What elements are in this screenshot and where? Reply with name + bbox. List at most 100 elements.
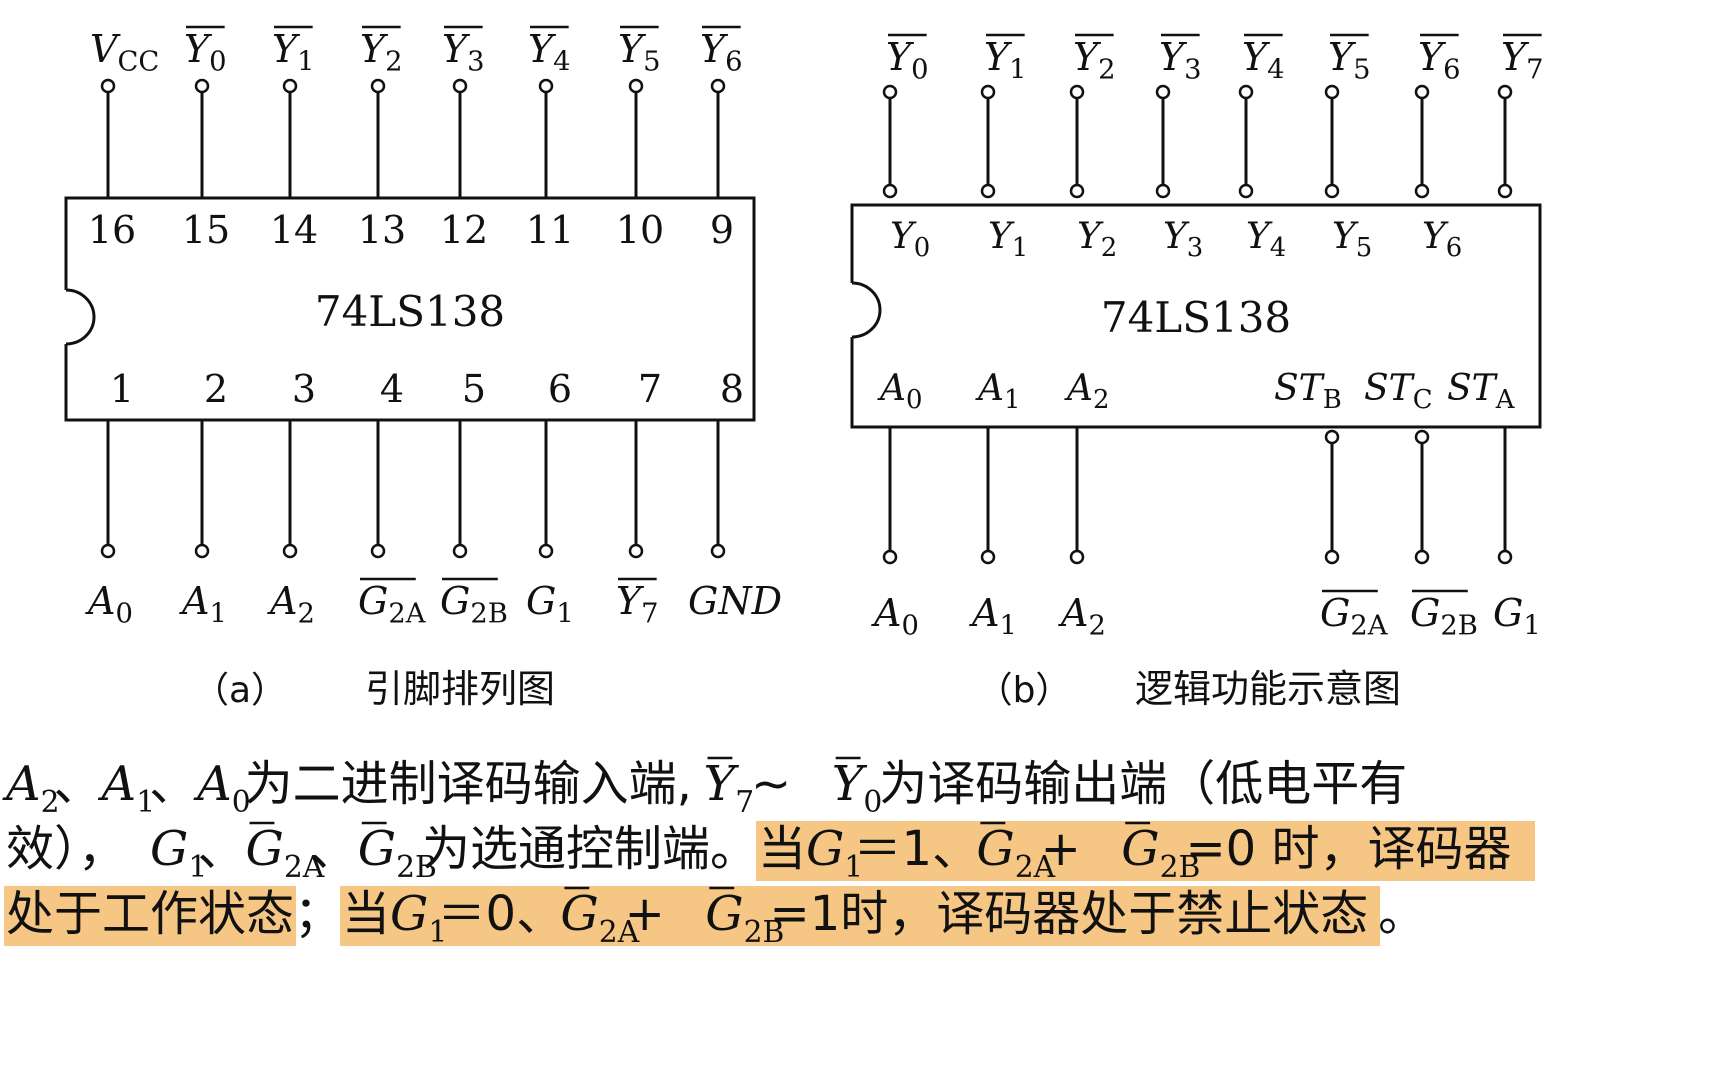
chip-b-output-terminal-5 xyxy=(1324,84,1340,100)
chip-b-inner-output-4-text: Y4 xyxy=(1246,216,1286,263)
chip-b-input-label-5-text: G1 xyxy=(1493,591,1541,641)
chip-a-bottom-pin-label-2-text: A1 xyxy=(179,579,227,629)
chip-a-body xyxy=(64,196,756,422)
chip-b-input-label-1: A1 xyxy=(969,591,1017,641)
chip-a-bottom-pin-label-4: G2A xyxy=(358,577,427,629)
chip-a-bottom-pin-label-8-text: GND xyxy=(688,579,782,623)
description-line1-segment-8: Y0 xyxy=(832,756,883,820)
chip-b-inner-output-1: Y1 xyxy=(988,216,1028,263)
description-line2-segment-2: 、 xyxy=(198,821,246,877)
chip-a-top-pin-label-16-text: VCC xyxy=(90,27,159,77)
chip-a-notch-gap xyxy=(64,290,70,344)
caption-b-text: 逻辑功能示意图 xyxy=(1135,667,1401,711)
chip-a-bottom-pin-terminal-8 xyxy=(710,543,726,559)
chip-b-input-terminal-2 xyxy=(1069,549,1085,565)
chip-b-output-bubble-1 xyxy=(980,183,996,199)
chip-a-top-pin-label-15: Y0 xyxy=(184,25,227,77)
chip-b-input-label-4: G2B xyxy=(1410,589,1478,641)
chip-a-top-pin-label-9-text: Y6 xyxy=(700,27,743,77)
description-highlight-1-10 xyxy=(974,821,1043,881)
chip-a-top-pin-label-15-text: Y0 xyxy=(184,27,227,77)
description-line1-segment-4: A0 xyxy=(193,756,251,820)
chip-b-output-label-7-text: Y7 xyxy=(1501,35,1544,85)
description-line1-segment-7: ~ xyxy=(751,756,791,812)
description-line2-segment-10: G2A xyxy=(976,821,1055,885)
description-line2-segment-4: 、 xyxy=(310,821,358,877)
description-line3-segment-4: ＝0、 xyxy=(438,886,565,942)
chip-b-input-label-2: A2 xyxy=(1058,591,1106,641)
chip-b-inner-output-2-text: Y2 xyxy=(1077,216,1117,263)
chip-a-bottom-pin-terminal-1 xyxy=(100,543,116,559)
chip-b-inner-input-2: A2 xyxy=(1064,368,1109,415)
chip-b-output-bubble-4 xyxy=(1238,183,1254,199)
description-highlight-2-4 xyxy=(435,886,563,946)
chip-b-inner-output-2: Y2 xyxy=(1077,216,1117,263)
description-highlight-2-2 xyxy=(340,886,392,946)
chip-b-inner-output-5: Y5 xyxy=(1332,216,1372,263)
caption-a-text: 引脚排列图 xyxy=(365,667,555,711)
chip-a-bottom-pin-label-3-text: A2 xyxy=(267,579,315,629)
description-line2-segment-6: 为选通控制端。 xyxy=(422,821,758,877)
chip-b-inner-input-0: A0 xyxy=(877,368,922,415)
chip-b-inner-output-3-text: Y3 xyxy=(1163,216,1203,263)
description-highlight-2-0 xyxy=(4,886,296,946)
chip-a-top-pin-terminal-10 xyxy=(628,78,644,94)
chip-b-output-label-4: Y4 xyxy=(1242,33,1285,85)
chip-b-inner-input-4-text: STC xyxy=(1364,368,1433,415)
chip-b-output-bubble-5 xyxy=(1324,183,1340,199)
chip-b-inner-input-1: A1 xyxy=(975,368,1020,415)
description-line3-segment-3: G1 xyxy=(390,886,447,950)
description-line2-segment-12: G2B xyxy=(1121,821,1200,885)
chip-a-bottom-pin-label-1: A0 xyxy=(85,579,133,629)
chip-b-inner-output-6-text: Y6 xyxy=(1422,216,1462,263)
description-line2-segment-5: G2B xyxy=(358,821,437,885)
chip-b-input-label-0: A0 xyxy=(871,591,919,641)
description-highlight-1-12 xyxy=(1119,821,1188,881)
chip-b-input-label-3: G2A xyxy=(1320,589,1389,641)
chip-b-output-bubble-2 xyxy=(1069,183,1085,199)
chip-a-bottom-pin-label-4-text: G2A xyxy=(358,579,427,629)
chip-b-input-label-4-text: G2B xyxy=(1410,591,1478,641)
chip-a-top-pin-number-12: 12 xyxy=(440,208,488,252)
description-line3-segment-7: G2B xyxy=(705,886,784,950)
chip-b-input-label-5: G1 xyxy=(1493,591,1541,641)
description-line1-segment-1: 、 xyxy=(54,756,102,812)
chip-b-inner-input-2-text: A2 xyxy=(1064,368,1109,415)
chip-b-output-bubble-3 xyxy=(1155,183,1171,199)
chip-a-top-pin-terminal-16 xyxy=(100,78,116,94)
description-line2-segment-9: ＝1、 xyxy=(854,821,981,877)
chip-a-name: 74LS138 xyxy=(315,287,505,336)
description-line3-segment-0: 处于工作状态 xyxy=(6,886,294,942)
description-line2-segment-7: 当 xyxy=(758,821,806,877)
description-highlight-2-5 xyxy=(558,886,627,946)
chip-b-output-label-6: Y6 xyxy=(1418,33,1461,85)
chip-a-top-pin-number-16: 16 xyxy=(88,208,136,252)
chip-b-output-label-3: Y3 xyxy=(1159,33,1202,85)
chip-a-top-pin-terminal-15 xyxy=(194,78,210,94)
chip-a-bottom-pin-number-5: 5 xyxy=(462,367,486,411)
chip-b-output-label-5: Y5 xyxy=(1328,33,1371,85)
chip-b-inner-input-4: STC xyxy=(1364,368,1433,415)
chip-a-bottom-pin-label-7-text: Y7 xyxy=(616,579,659,629)
chip-a-bottom-pin-number-8: 8 xyxy=(720,367,744,411)
description-highlight-1-11 xyxy=(1038,821,1124,881)
chip-b-output-label-0: Y0 xyxy=(886,33,929,85)
chip-b-inner-input-3-text: STB xyxy=(1274,368,1342,415)
chip-b-output-label-0-text: Y0 xyxy=(886,35,929,85)
chip-a-bottom-pin-number-7: 7 xyxy=(638,367,662,411)
chip-b-inner-input-5: STA xyxy=(1447,368,1515,415)
chip-b-output-label-1-text: Y1 xyxy=(984,35,1027,85)
chip-b-output-label-7: Y7 xyxy=(1501,33,1544,85)
chip-b-inner-output-0-text: Y0 xyxy=(890,216,930,263)
chip-a-bottom-pin-label-5-text: G2B xyxy=(440,579,508,629)
chip-a-bottom-pin-label-2: A1 xyxy=(179,579,227,629)
description-line3-segment-2: 当 xyxy=(342,886,390,942)
chip-b-output-bubble-7 xyxy=(1497,183,1513,199)
chip-a-top-pin-number-11: 11 xyxy=(526,208,574,252)
chip-a-top-pin-label-16: VCC xyxy=(90,27,159,77)
chip-a-bottom-pin-label-6-text: G1 xyxy=(526,579,574,629)
chip-b-output-label-4-text: Y4 xyxy=(1242,35,1285,85)
chip-a-bottom-pin-number-1: 1 xyxy=(110,367,134,411)
chip-a-bottom-pin-label-5: G2B xyxy=(440,577,508,629)
chip-a-top-pin-label-12-text: Y3 xyxy=(442,27,485,77)
